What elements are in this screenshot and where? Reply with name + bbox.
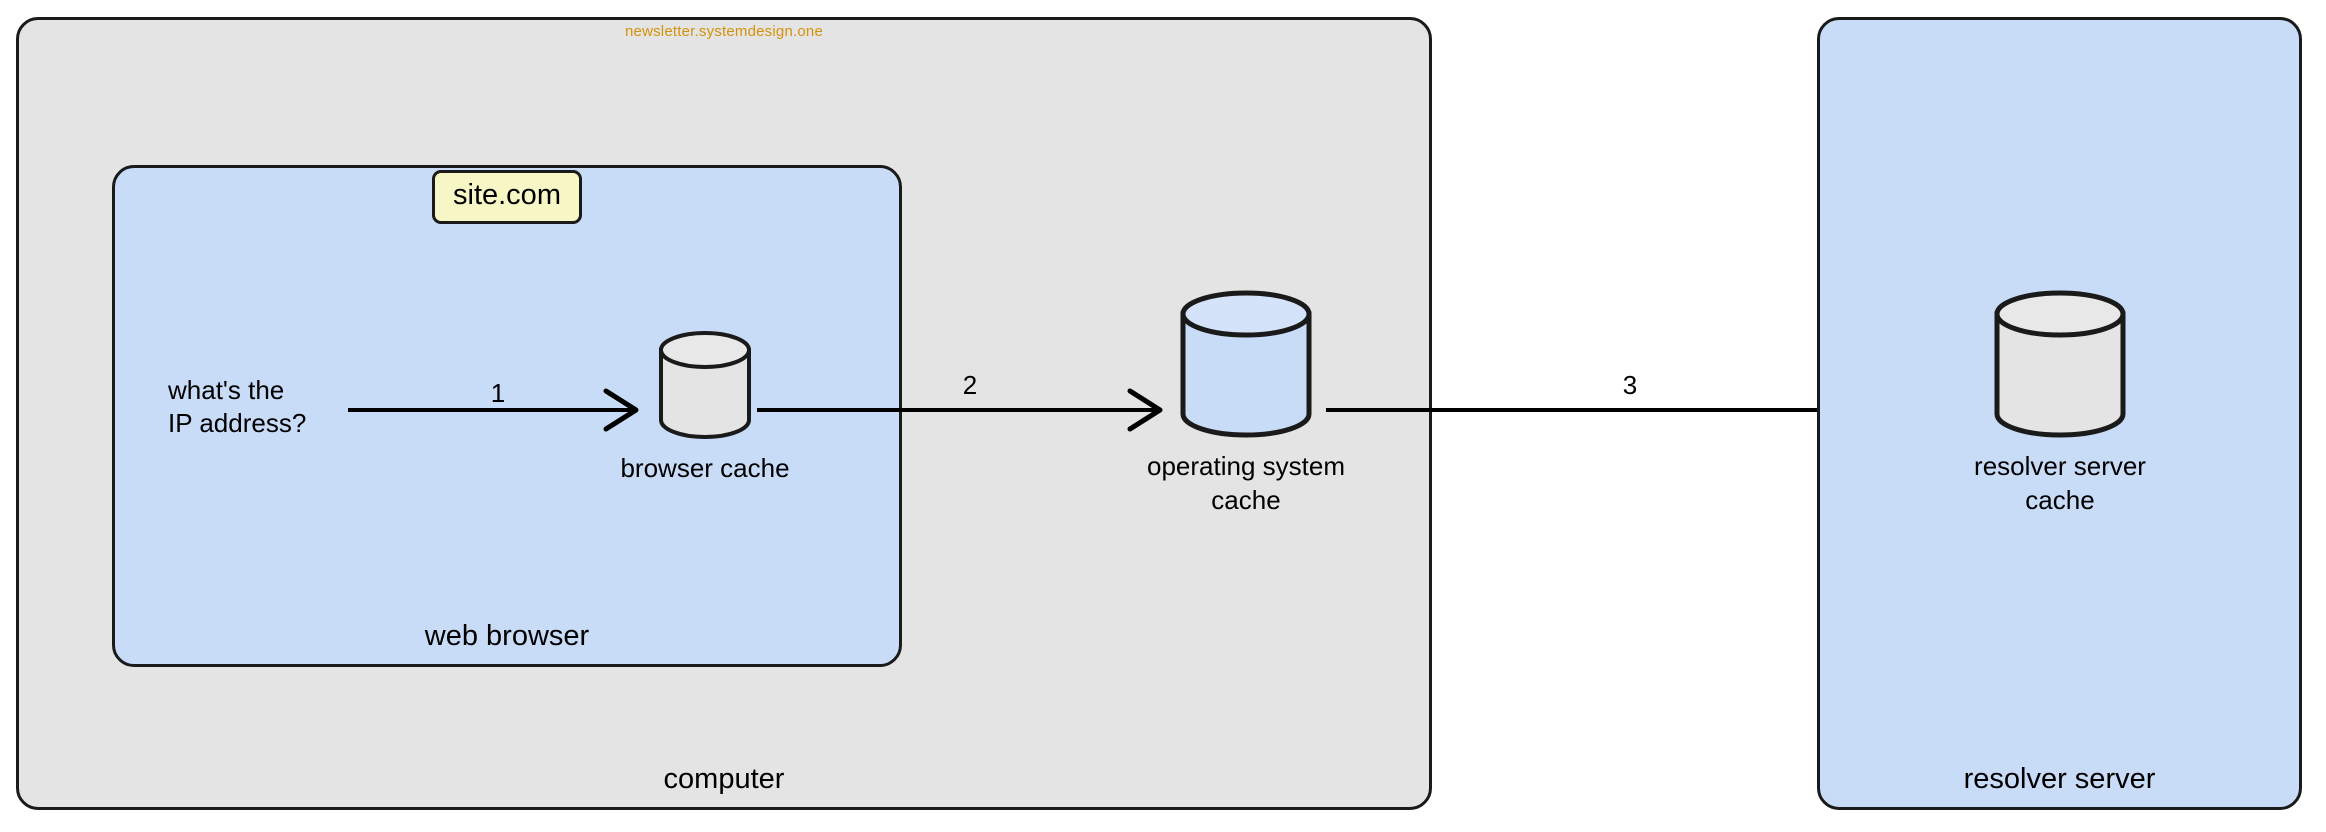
site-domain-tag: site.com xyxy=(432,170,582,224)
resolver-cache-caption-line-2: cache xyxy=(2025,484,2095,515)
resolver-server-cache-caption: resolver server cache xyxy=(1974,450,2146,518)
os-cache-caption-line-2: cache xyxy=(1211,484,1281,515)
computer-container-label: computer xyxy=(663,763,785,795)
web-browser-container xyxy=(112,165,902,667)
database-cylinder-icon xyxy=(1180,290,1312,438)
browser-cache-node: browser cache xyxy=(620,330,790,483)
arrow-3-label: 3 xyxy=(1622,370,1638,400)
resolver-server-container xyxy=(1817,17,2302,810)
database-cylinder-icon xyxy=(659,331,751,439)
os-cache-caption-line-1: operating system xyxy=(1147,451,1345,481)
arrow-2 xyxy=(757,380,1177,440)
resolver-server-cache-node: resolver server cache xyxy=(1974,290,2146,515)
operating-system-cache-node: operating system cache xyxy=(1147,290,1345,515)
question-line-1: what's the xyxy=(168,375,285,405)
browser-cache-caption: browser cache xyxy=(620,452,789,486)
web-browser-container-label: web browser xyxy=(424,620,590,652)
arrow-1-label: 1 xyxy=(490,378,506,408)
question-line-2: IP address? xyxy=(168,408,307,439)
database-cylinder-icon xyxy=(1994,290,2126,438)
resolver-cache-caption-line-1: resolver server xyxy=(1974,451,2146,481)
browser-cache-caption-line-1: browser cache xyxy=(620,453,790,483)
operating-system-cache-caption: operating system cache xyxy=(1147,450,1345,518)
watermark-text: newsletter.systemdesign.one xyxy=(624,23,823,40)
arrow-2-label: 2 xyxy=(962,370,978,400)
arrow-1 xyxy=(348,380,648,440)
question-text: what's the IP address? xyxy=(168,374,398,441)
resolver-server-container-label: resolver server xyxy=(1963,763,2156,795)
